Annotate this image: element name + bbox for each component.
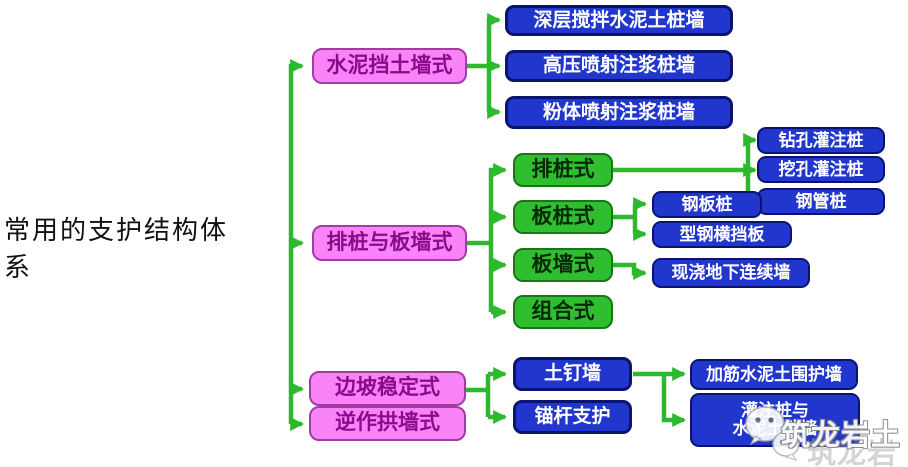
node-sheet-pile: 板桩式 xyxy=(513,200,613,234)
node-soil-nail-wall: 土钉墙 xyxy=(513,357,632,391)
node-row-pile-board-wall: 排桩与板墙式 xyxy=(312,225,467,261)
node-dug-cast-pile: 挖孔灌注桩 xyxy=(757,156,885,183)
node-cast-in-place-diaphragm: 现浇地下连续墙 xyxy=(652,258,810,288)
node-deep-mixing-pile-wall: 深层搅拌水泥土桩墙 xyxy=(505,5,733,36)
node-reinforced-cement-wall: 加筋水泥土围护墙 xyxy=(690,359,858,390)
node-slope-stabilization: 边坡稳定式 xyxy=(309,371,466,406)
node-cast-pile-cement-wall: 灌注桩与 水泥土挡墙 xyxy=(690,393,860,447)
node-reverse-arch-wall: 逆作拱墙式 xyxy=(309,406,466,441)
diagram-root-title: 常用的支护结构体系 xyxy=(4,216,229,282)
node-cement-retaining-wall: 水泥挡土墙式 xyxy=(312,48,467,84)
node-steel-pipe-pile: 钢管桩 xyxy=(757,188,885,215)
node-board-wall: 板墙式 xyxy=(513,248,613,282)
node-anchor-support: 锚杆支护 xyxy=(513,400,632,434)
node-cast-pile-cement-line1: 灌注桩与 xyxy=(741,401,809,421)
node-composite: 组合式 xyxy=(513,295,613,329)
node-cast-pile-cement-line2: 水泥土挡墙 xyxy=(732,419,818,438)
node-steel-sheet-pile: 钢板桩 xyxy=(652,191,762,218)
node-powder-jet-grouting: 粉体喷射注浆桩墙 xyxy=(505,96,733,129)
node-high-pressure-jet-grouting: 高压喷射注浆桩墙 xyxy=(505,50,733,82)
node-section-steel-lagging: 型钢横挡板 xyxy=(652,221,792,248)
node-row-pile: 排桩式 xyxy=(513,153,613,187)
node-bored-cast-pile: 钻孔灌注桩 xyxy=(757,127,885,154)
